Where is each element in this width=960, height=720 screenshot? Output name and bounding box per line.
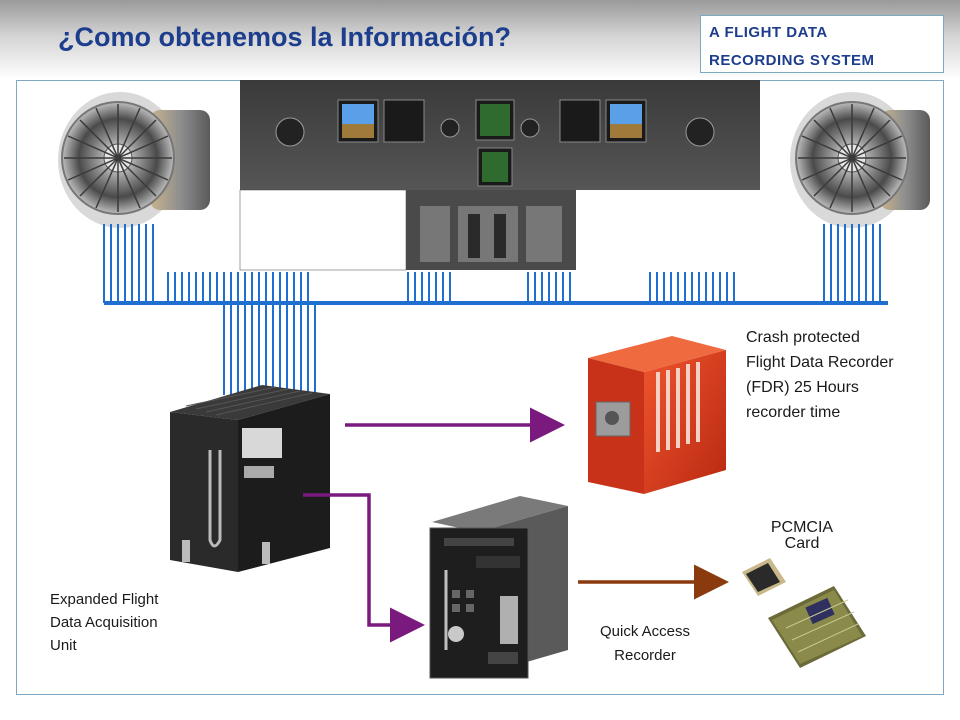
qar-label: Quick Access Recorder [577, 620, 713, 668]
fdr-label-line-2: Flight Data Recorder [746, 354, 894, 371]
fdau-label-line-1: Expanded Flight [50, 591, 159, 608]
qar-label-line-1: Quick Access [599, 623, 691, 640]
fdau-label-line-2: Data Acquisition [50, 614, 158, 631]
slide-title: ¿Como obtenemos la Información? [58, 22, 512, 52]
fdau-label-line-3: Unit [50, 637, 77, 654]
right-engine-icon [790, 92, 930, 228]
qar-label-line-2: Recorder [614, 647, 676, 664]
fdau-label: Expanded Flight Data Acquisition Unit [50, 588, 220, 657]
fdr-label-line-1: Crash protected [746, 329, 860, 346]
fdr-label: Crash protected Flight Data Recorder (FD… [746, 325, 946, 425]
fdau-unit-icon [170, 385, 330, 572]
cockpit-panel-icon [239, 80, 760, 271]
pcmcia-label-line-1: PCMCIA [770, 519, 834, 536]
pcmcia-label: PCMCIA Card [752, 520, 852, 552]
system-tag-line-1: A FLIGHT DATA [709, 24, 828, 41]
fdr-box-icon [588, 336, 726, 494]
fdr-label-line-3: (FDR) 25 Hours [746, 379, 859, 396]
system-tag-box: A FLIGHT DATA RECORDING SYSTEM [700, 15, 944, 73]
fdr-label-line-4: recorder time [746, 404, 841, 421]
pcmcia-label-line-2: Card [784, 535, 820, 552]
qar-unit-icon [429, 496, 568, 679]
pcmcia-card-icon [742, 558, 866, 668]
fdau-to-qar-arrow [303, 493, 425, 643]
bus-wires [103, 224, 881, 395]
left-engine-icon [58, 92, 210, 228]
system-tag-line-2: RECORDING SYSTEM [709, 52, 875, 69]
